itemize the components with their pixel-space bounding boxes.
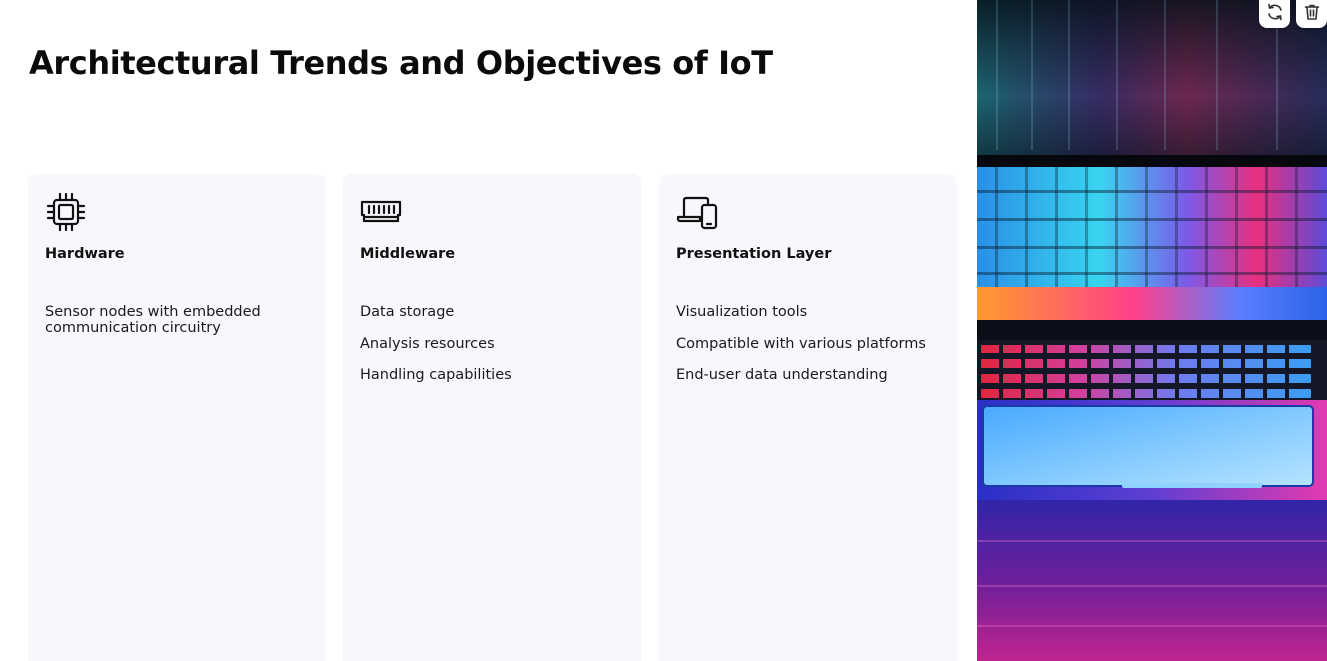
card-item: Handling capabilities (360, 367, 512, 383)
cpu-chip-icon (44, 190, 88, 234)
card-item: Analysis resources (360, 335, 495, 352)
card-presentation-layer[interactable]: Presentation Layer Visualization tools C… (659, 174, 957, 661)
card-item-list: Visualization tools Compatible with vari… (676, 304, 938, 399)
laptop-image[interactable] (977, 0, 1327, 661)
card-row: Hardware Sensor nodes with embedded comm… (28, 174, 958, 661)
refresh-image-button[interactable] (1259, 0, 1290, 28)
card-title: Presentation Layer (676, 246, 832, 262)
memory-module-icon (359, 190, 403, 234)
card-item-list: Sensor nodes with embedded communication… (45, 304, 307, 352)
card-item: Compatible with various platforms (676, 335, 926, 352)
devices-icon (675, 190, 719, 234)
refresh-icon (1265, 2, 1285, 26)
card-item: Visualization tools (676, 304, 808, 320)
trash-icon (1302, 2, 1322, 26)
page-title: Architectural Trends and Objectives of I… (29, 44, 773, 82)
card-item-list: Data storage Analysis resources Handling… (360, 304, 622, 399)
card-title: Hardware (45, 246, 125, 262)
card-item: End-user data understanding (676, 367, 888, 383)
delete-image-button[interactable] (1296, 0, 1327, 28)
card-hardware[interactable]: Hardware Sensor nodes with embedded comm… (28, 174, 326, 661)
card-item: Data storage (360, 304, 455, 320)
laptop-illustration (977, 0, 1327, 661)
image-toolbar (1259, 0, 1327, 28)
card-middleware[interactable]: Middleware Data storage Analysis resourc… (343, 174, 641, 661)
card-item: Sensor nodes with embedded communication… (45, 304, 261, 336)
card-title: Middleware (360, 246, 456, 262)
